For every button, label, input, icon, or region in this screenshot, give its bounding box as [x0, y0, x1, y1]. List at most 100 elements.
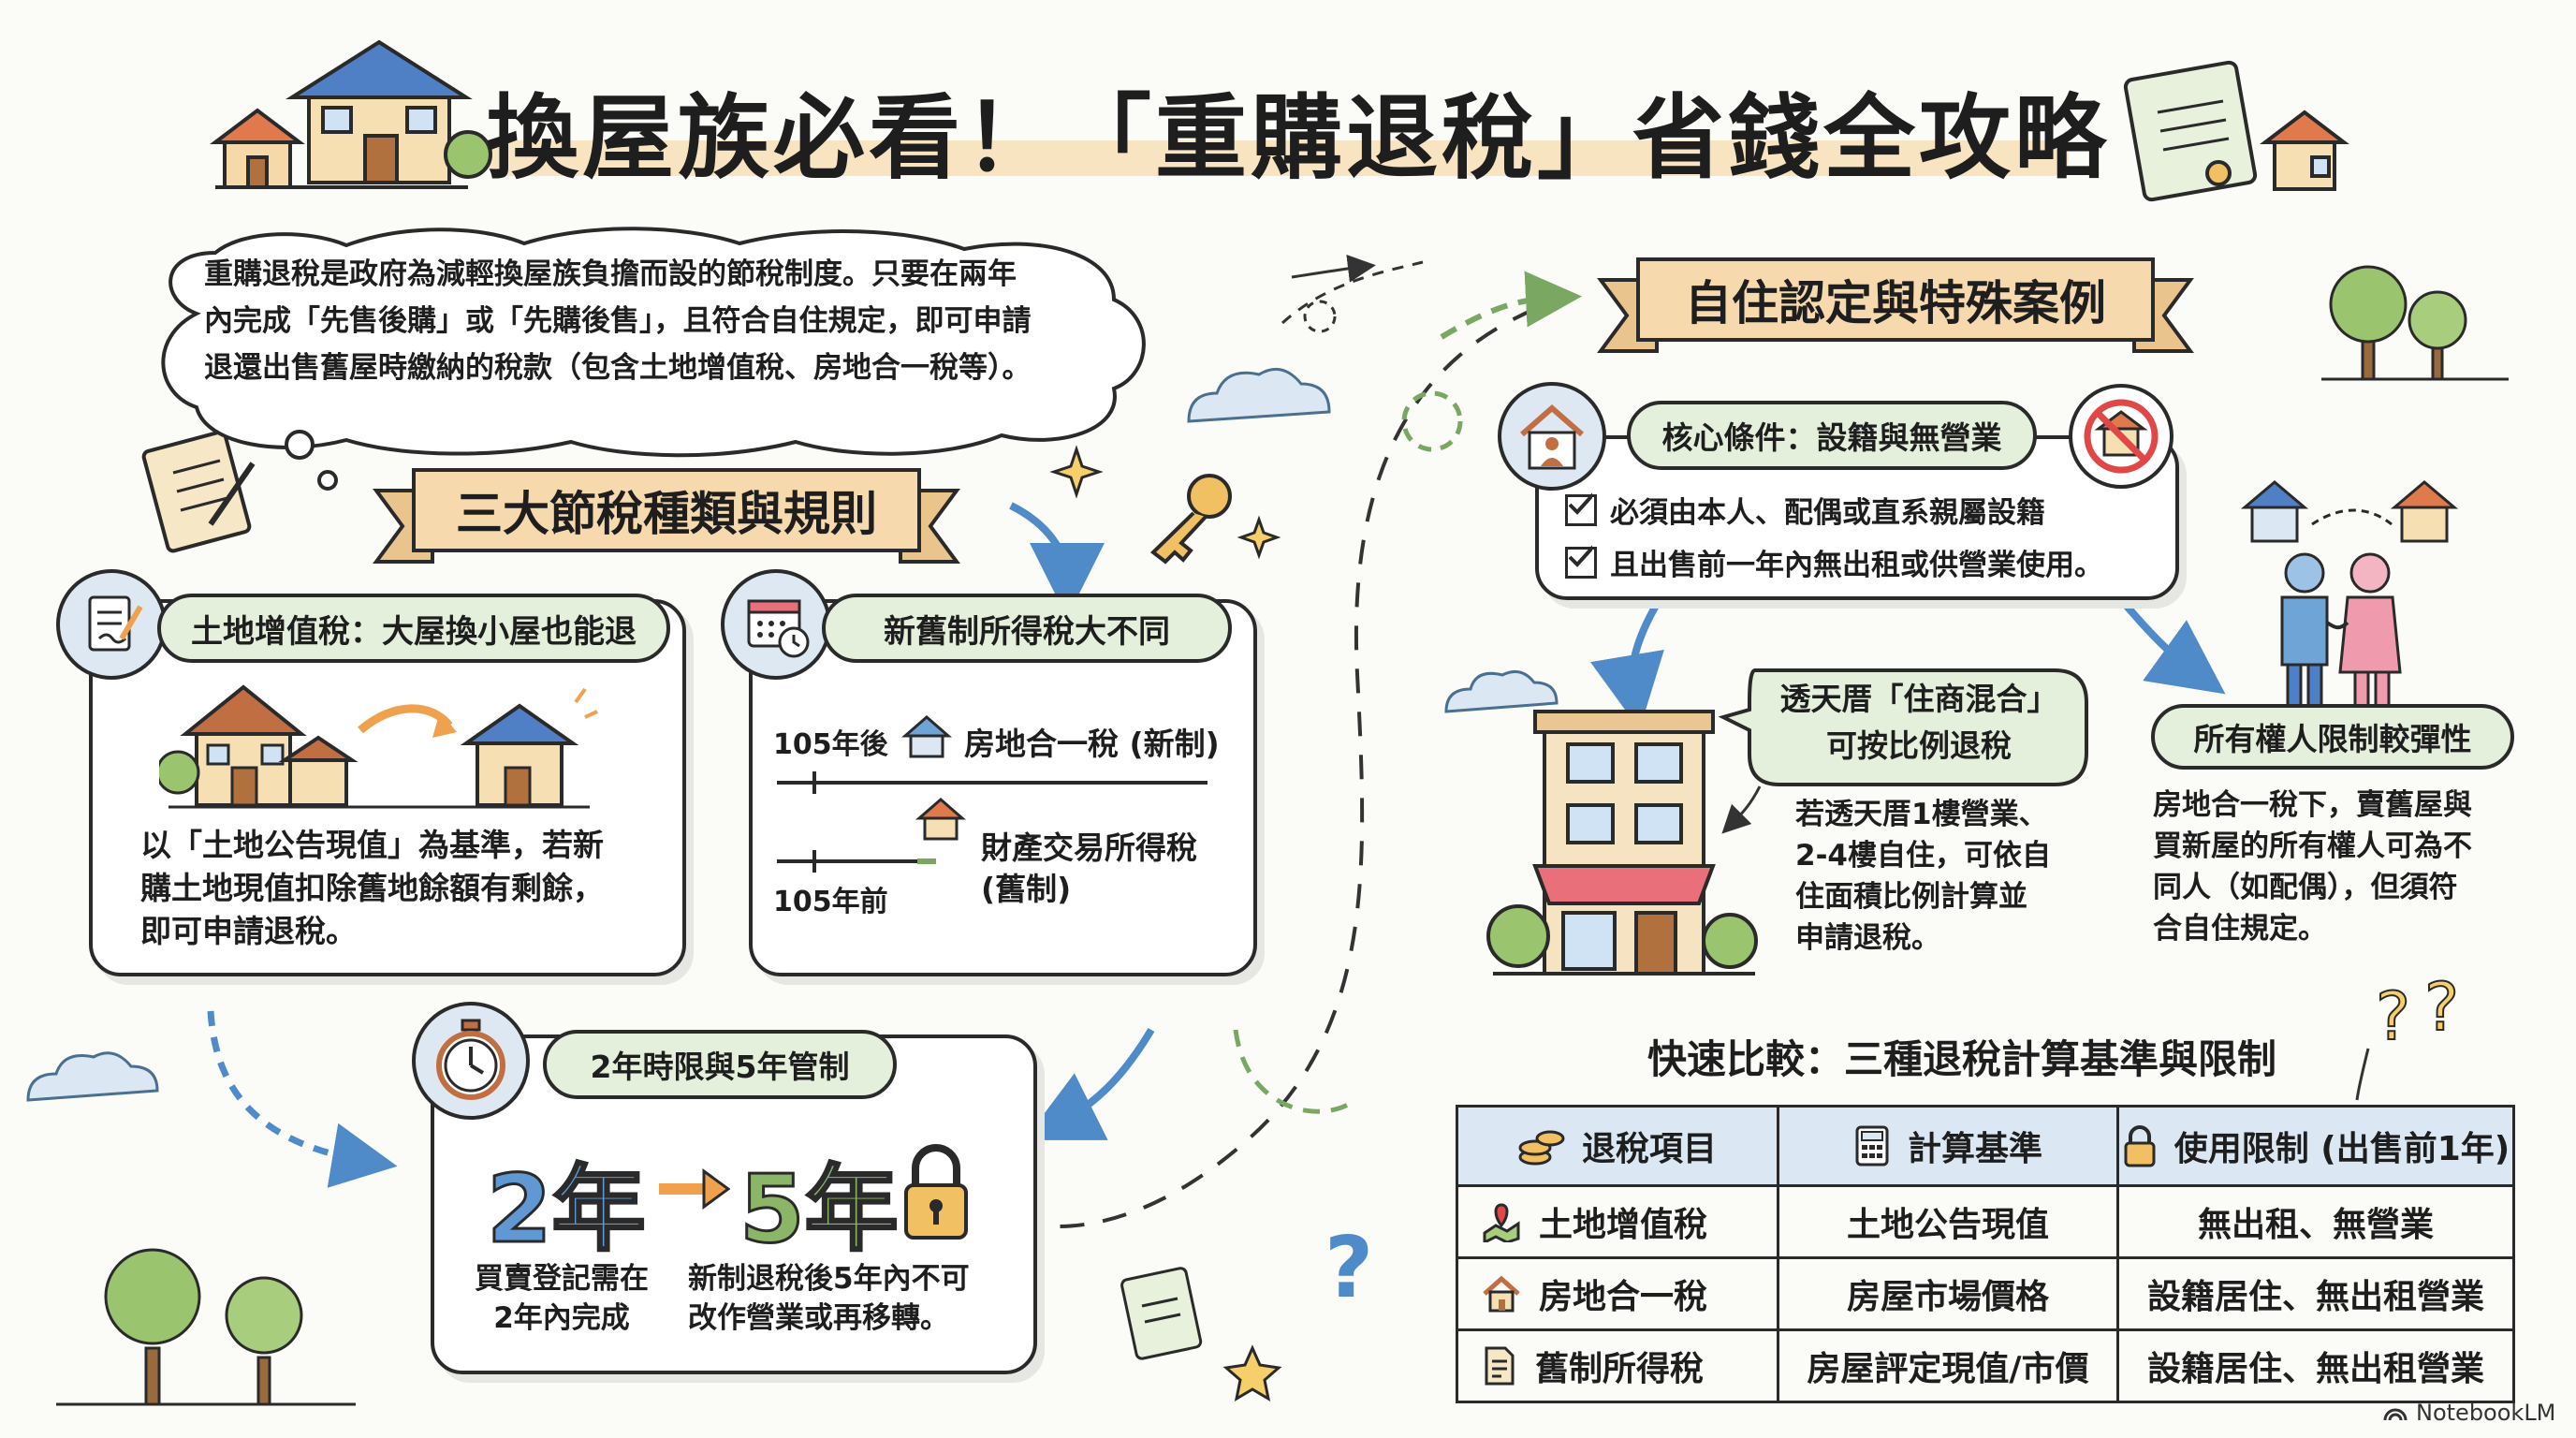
arrow-right-icon: [659, 1168, 730, 1210]
row-3-item: 舊制所得稅: [1535, 1350, 1705, 1388]
calculator-icon: [1855, 1125, 1889, 1167]
land-tax-body: 以「土地公告現值」為基準，若新 購土地現值扣除舊地餘額有剩餘， 即可申請退稅。: [140, 824, 604, 953]
notebooklm-watermark: NotebookLM: [2382, 1400, 2555, 1426]
before-105-label: 105年前: [773, 886, 888, 918]
left-section-title: 三大節稅種類與規則: [456, 487, 877, 541]
income-tax-heading: 新舊制所得稅大不同: [822, 594, 1232, 663]
table-cell: 舊制所得稅: [1456, 1328, 1779, 1403]
page-title: 換屋族必看！「重購退稅」省錢全攻略: [487, 85, 2111, 192]
checkbox-checked-icon: [1565, 544, 1597, 579]
land-tax-line-1: 以「土地公告現值」為基準，若新: [140, 827, 604, 863]
old-system-house-icon: [915, 798, 967, 841]
stopwatch-icon-badge: [412, 1002, 530, 1120]
mixed-use-line-2: 2-4樓自住，可依自: [1795, 839, 2052, 873]
land-tax-icon-badge: [56, 569, 167, 680]
table-cell: 房地合一稅: [1456, 1256, 1779, 1331]
time-limit-note-left: 買賣登記需在 2年內完成: [468, 1259, 655, 1338]
table-row: 舊制所得稅 房屋評定現值/市價 設籍居住、無出租營業: [1456, 1328, 2515, 1403]
mixed-use-line-3: 住面積比例計算並: [1795, 880, 2027, 914]
time-limit-heading: 2年時限與5年管制: [543, 1030, 897, 1099]
mixed-use-bubble-line-2: 可按比例退稅: [1826, 727, 2012, 764]
table-cell: 土地增值稅: [1456, 1184, 1779, 1259]
ownership-line-1: 房地合一稅下，賣舊屋與: [2153, 788, 2472, 822]
map-pin-icon: [1483, 1203, 1520, 1242]
land-tax-heading: 土地增值稅：大屋換小屋也能退: [157, 594, 670, 663]
core-item-2-text: 且出售前一年內無出租或供營業使用。: [1610, 549, 2103, 582]
intro-line-3: 退還出售舊屋時繳納的稅款（包含土地增值稅、房地合一稅等）。: [204, 351, 1032, 385]
intro-thought-cloud: [161, 227, 1146, 458]
no-business-icon-badge: [2069, 384, 2174, 489]
time-limit-left-line-2: 2年內完成: [493, 1301, 630, 1335]
calendar-icon-badge: [721, 569, 831, 680]
mixed-use-line-1: 若透天厝1樓營業、: [1795, 798, 2048, 831]
table-row: 房地合一稅 房屋市場價格 設籍居住、無出租營業: [1456, 1256, 2515, 1331]
calendar-clock-icon: [747, 599, 810, 658]
coins-icon: [1518, 1130, 1565, 1166]
right-section-ribbon: [1597, 257, 2194, 353]
header-basis-label: 計算基準: [1907, 1130, 2042, 1168]
padlock-icon: [2124, 1125, 2156, 1167]
header-item-label: 退稅項目: [1581, 1130, 1717, 1168]
comparison-table: 退稅項目 計算基準: [1456, 1105, 2515, 1403]
houses-ownership-illustration: [2240, 480, 2459, 543]
mixed-use-bubble-line-1: 透天厝「住商混合」: [1779, 681, 2058, 717]
padlock-icon: [904, 1144, 968, 1240]
mixed-use-line-4: 申請退稅。: [1795, 921, 1940, 955]
old-system-line-2: (舊制): [981, 871, 1072, 907]
intro-line-2: 內完成「先售後購」或「先購後售」，且符合自住規定，即可申請: [204, 304, 1032, 338]
svg-text:?: ?: [1325, 1219, 1373, 1317]
table-cell: 土地公告現值: [1777, 1184, 2119, 1259]
big-to-small-house-illustration: [159, 684, 598, 809]
document-scroll-top-right: [2123, 60, 2349, 202]
mixed-use-body: 若透天厝1樓營業、 2-4樓自住，可依自 住面積比例計算並 申請退稅。: [1795, 794, 2051, 959]
time-limit-right-line-2: 改作營業或再移轉。: [688, 1301, 949, 1335]
contract-scroll-icon: [141, 430, 256, 553]
intro-line-1: 重購退稅是政府為減輕換屋族負擔而設的節稅制度。只要在兩年: [204, 257, 1017, 291]
tree-decoration: [56, 265, 2509, 1406]
receipt-icon: [1120, 1267, 1203, 1360]
no-business-icon: [2084, 399, 2159, 474]
header-cell-item: 退稅項目: [1456, 1105, 1779, 1187]
new-system-label: 房地合一稅 (新制): [964, 726, 1220, 762]
table-cell: 設籍居住、無出租營業: [2116, 1256, 2515, 1331]
table-row: 土地增值稅 土地公告現值 無出租、無營業: [1456, 1184, 2515, 1259]
mixed-use-building-illustration: [1486, 710, 1758, 976]
table-cell: 房屋市場價格: [1777, 1256, 2119, 1331]
couple-illustration: [2280, 552, 2402, 713]
core-item-2: 且出售前一年內無出租或供營業使用。: [1565, 541, 2103, 583]
svg-text:?: ?: [2376, 978, 2410, 1055]
core-conditions-heading: 核心條件：設籍與無營業: [1627, 401, 2037, 470]
house-illustration-top-left: [210, 39, 492, 189]
ownership-body: 房地合一稅下，賣舊屋與 買新屋的所有權人可為不 同人（如配偶），但須符 合自住規…: [2153, 785, 2472, 949]
time-limit-right-line-1: 新制退稅後5年內不可: [688, 1262, 970, 1296]
left-section-ribbon: [373, 468, 960, 564]
row-1-item: 土地增值稅: [1539, 1206, 1708, 1244]
comparison-table-wrap: 退稅項目 計算基準: [1456, 1105, 2515, 1403]
header-cell-basis: 計算基準: [1777, 1105, 2119, 1187]
home-person-icon-badge: [1498, 382, 1606, 491]
table-cell: 房屋評定現值/市價: [1777, 1328, 2119, 1403]
row-2-item: 房地合一稅: [1539, 1278, 1708, 1316]
five-year-figure: 5年: [739, 1153, 900, 1266]
land-tax-line-2: 購土地現值扣除舊地餘額有剩餘，: [140, 870, 604, 906]
notebooklm-logo-icon: [2383, 1408, 2408, 1421]
document-pen-icon: [88, 595, 143, 652]
svg-text:?: ?: [2424, 969, 2459, 1046]
stopwatch-icon: [436, 1019, 505, 1100]
comparison-title: 快速比較：三種退稅計算基準與限制: [1647, 1036, 2277, 1082]
old-system-label: 財產交易所得稅 (舊制): [981, 828, 1197, 910]
table-header-row: 退稅項目 計算基準: [1456, 1105, 2515, 1187]
checkbox-checked-icon: [1565, 492, 1597, 526]
mixed-use-bubble-text: 透天厝「住商混合」 可按比例退稅: [1752, 676, 2086, 770]
header-limit-label: 使用限制 (出售前1年): [2174, 1130, 2510, 1168]
intro-cloud-tail: [285, 430, 338, 491]
mixed-use-speech-bubble: [1718, 668, 2088, 786]
core-item-1: 必須由本人、配偶或直系親屬設籍: [1565, 489, 2045, 531]
time-limit-note-right: 新制退稅後5年內不可 改作營業或再移轉。: [688, 1259, 970, 1338]
time-limit-left-line-1: 買賣登記需在: [475, 1262, 649, 1296]
right-section-title: 自住認定與特殊案例: [1685, 276, 2106, 330]
ownership-line-2: 買新屋的所有權人可為不: [2153, 829, 2472, 863]
header-cell-limit: 使用限制 (出售前1年): [2116, 1105, 2515, 1187]
watermark-text: NotebookLM: [2416, 1400, 2556, 1426]
